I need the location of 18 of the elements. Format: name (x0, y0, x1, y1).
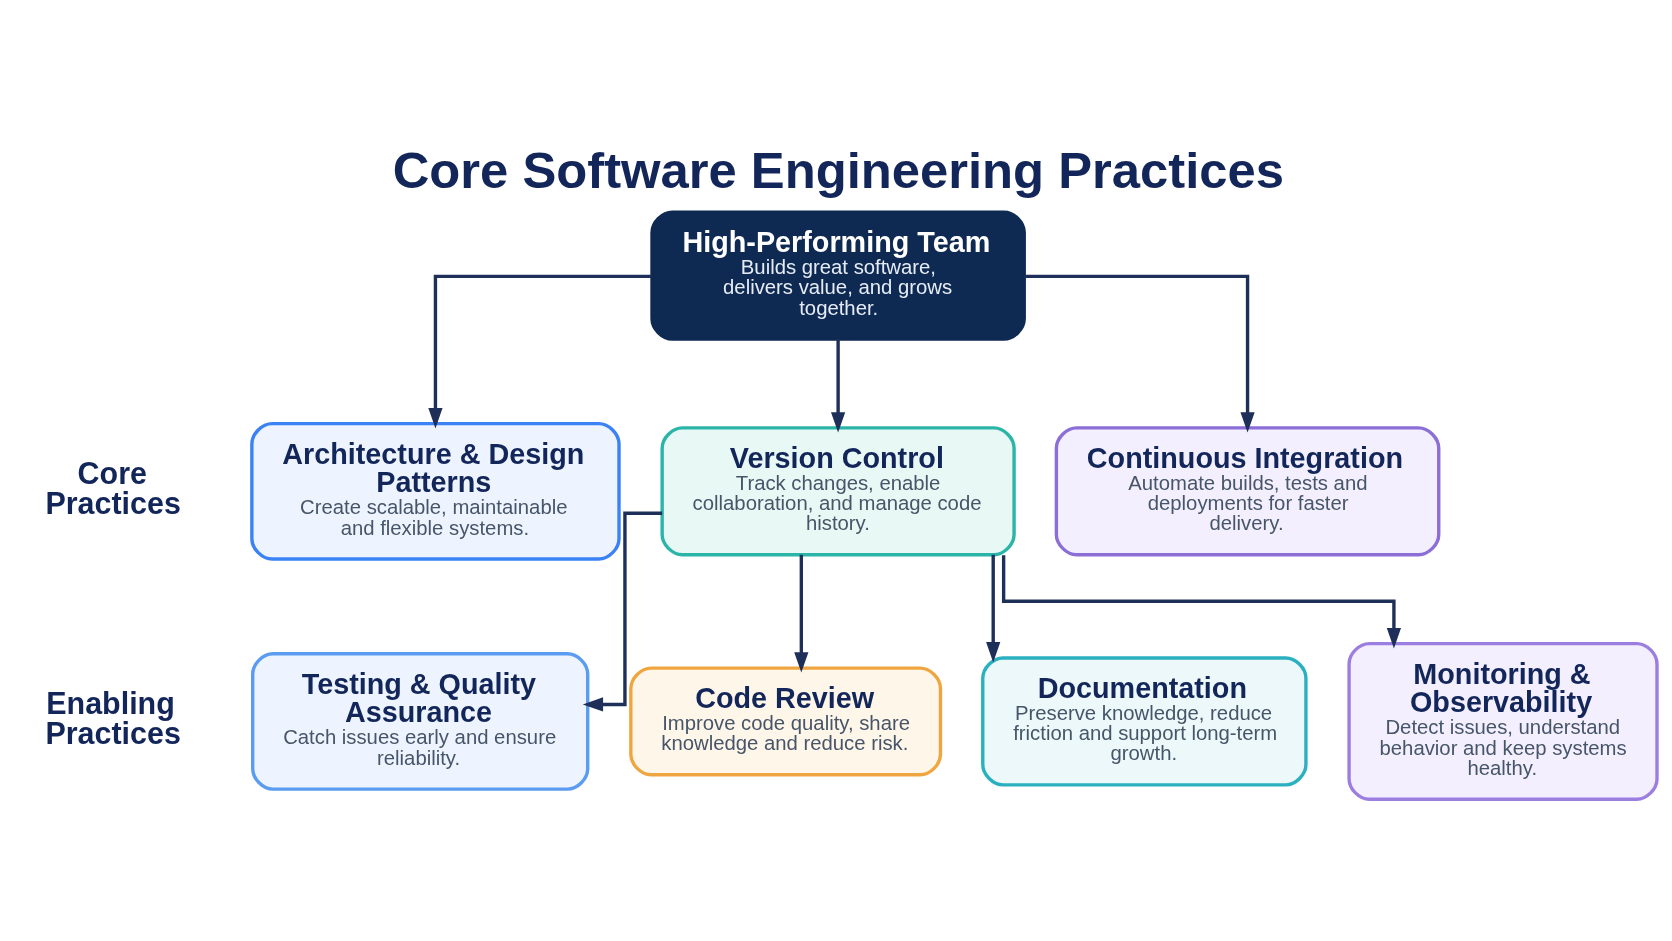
arrow (582, 511, 663, 712)
node-box: Monitoring & Observability Detect issues, understand behavior and keep systems healthy. (1347, 641, 1659, 801)
arrow (831, 338, 846, 433)
diagram-title: Core Software Engineering Practices (392, 141, 1284, 199)
arrow (1001, 554, 1402, 648)
arrow (794, 554, 809, 673)
node-box: Documentation Preserve knowledge, reduce friction and support long-term growth. (981, 655, 1308, 787)
node-box: Continuous Integration Automate builds, tests and deployments for faster delivery. (1054, 425, 1441, 556)
arrow (986, 554, 1001, 662)
arrow (428, 274, 652, 428)
node-box: Version Control Track changes, enable collaboration, and manage code history. (660, 425, 1016, 556)
label: Enabling Practices (45, 685, 181, 750)
node-box: High-Performing Team Builds great software, delivers value, and grows together. (650, 209, 1026, 341)
label: Core Practices (45, 455, 181, 520)
node-box: Architecture & Design Patterns Create scalable, maintainable and flexible systems. (250, 421, 621, 561)
node-box: Code Review Improve code quality, share knowledge and reduce risk. (629, 665, 943, 776)
node-box: Testing & Quality Assurance Catch issues early and ensure reliability. (251, 651, 590, 791)
arrow (1024, 274, 1255, 433)
